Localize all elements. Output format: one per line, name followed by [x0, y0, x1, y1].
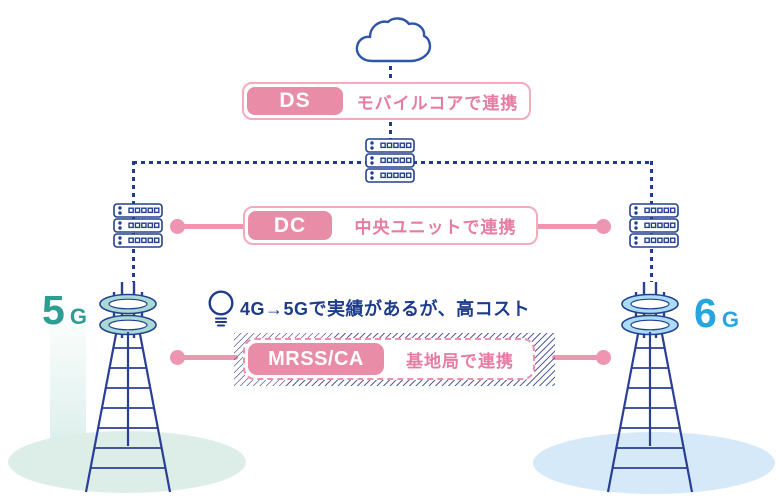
label-6g-number: 6 [694, 290, 717, 336]
label-5g-unit: G [69, 304, 87, 329]
cloud-icon [355, 17, 432, 63]
light-beam [50, 302, 86, 444]
label-5g: 5 G [42, 290, 87, 331]
mrss-label: 基地局で連携 [406, 351, 514, 371]
server-icon-right [629, 203, 679, 248]
dc-label: 中央ユニットで連携 [354, 218, 517, 237]
note-text: 4G→5Gで実績があるが、高コスト [240, 299, 531, 319]
ds-label-box: DS モバイルコアで連携 [242, 82, 531, 120]
server-icon-left [113, 203, 163, 248]
radio-tower-icon-5g [84, 282, 172, 493]
ds-badge: DS [247, 87, 343, 115]
pink-connector-dc-right [536, 224, 606, 229]
pink-connector-endpoint [170, 350, 185, 365]
pink-connector-mrss-right [552, 355, 605, 360]
radio-tower-icon-6g [606, 282, 694, 493]
pink-connector-endpoint [596, 219, 611, 234]
dotted-line-ds-server [389, 122, 392, 139]
mrss-label-box: MRSS/CA 基地局で連携 [243, 338, 535, 380]
label-5g-number: 5 [42, 287, 65, 333]
ds-label: モバイルコアで連携 [356, 93, 519, 113]
mrss-badge: MRSS/CA [248, 343, 384, 375]
lightbulb-icon [208, 290, 234, 327]
pink-connector-endpoint [170, 219, 185, 234]
label-6g: 6 G [694, 293, 739, 334]
pink-connector-endpoint [596, 350, 611, 365]
pink-connector-dc-left [176, 224, 246, 229]
label-6g-unit: G [721, 307, 739, 332]
pink-connector-mrss-left [176, 355, 238, 360]
dc-badge: DC [248, 211, 332, 240]
server-icon-core [365, 138, 415, 183]
ground-ellipse-right [533, 432, 775, 494]
dotted-line-cloud-ds [389, 66, 392, 81]
dc-label-box: DC 中央ユニットで連携 [243, 206, 538, 245]
